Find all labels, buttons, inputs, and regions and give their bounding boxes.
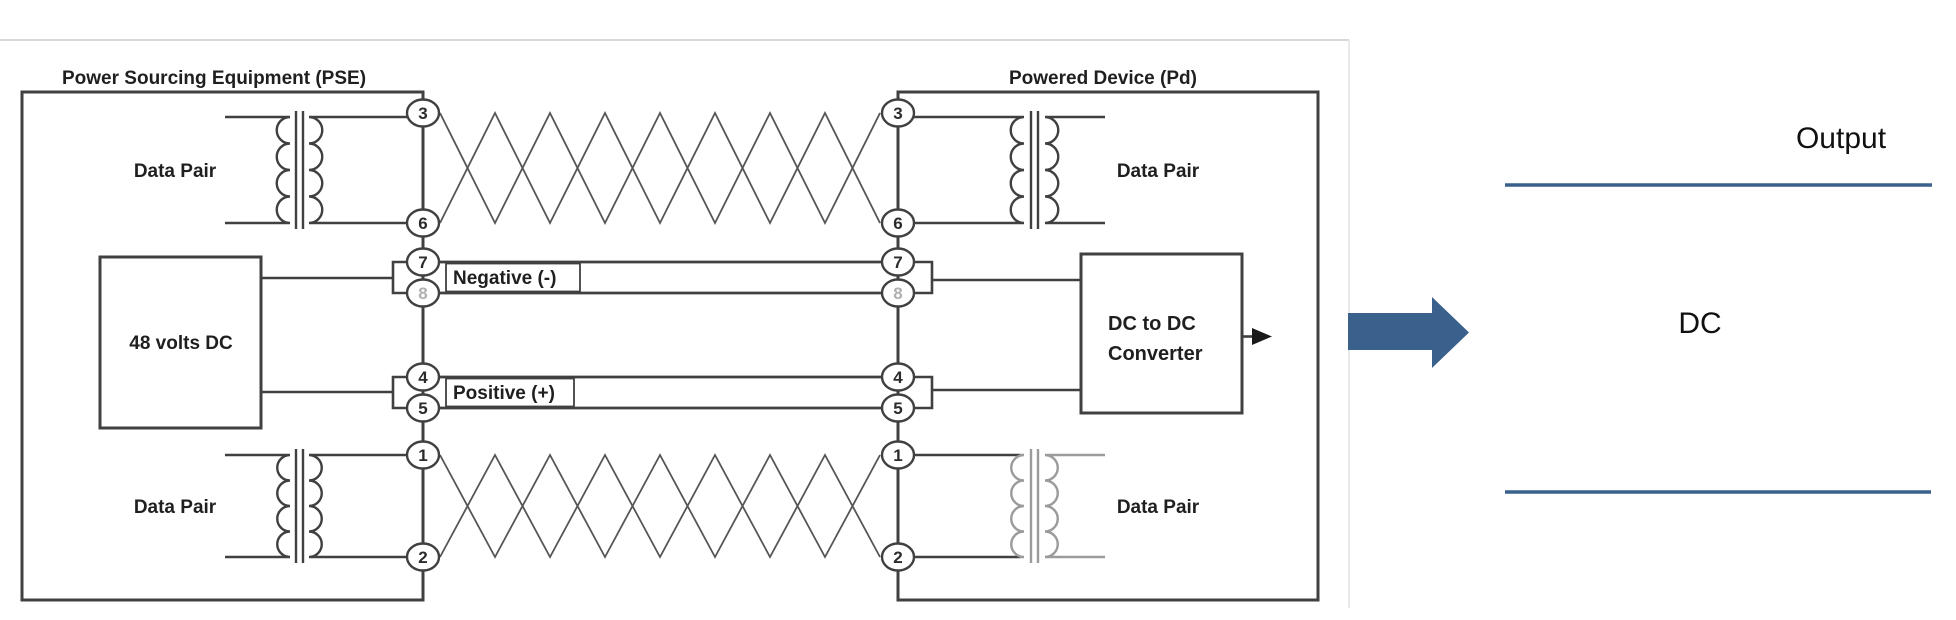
pin-label: 2 <box>418 548 427 567</box>
negative-conductor: Negative (-) <box>439 260 882 295</box>
pin-circle <box>880 362 916 392</box>
crossover-bottom <box>439 453 881 559</box>
pd-data-pair-bottom-label: Data Pair <box>1117 497 1200 518</box>
pin-label: 3 <box>418 104 427 123</box>
pin-circle <box>405 98 441 128</box>
pin-label: 4 <box>893 368 903 387</box>
pin-circle <box>880 247 916 277</box>
pin-circle <box>405 542 441 572</box>
pin-circle <box>880 542 916 572</box>
pin-circle <box>880 98 916 128</box>
pin-label: 6 <box>418 214 427 233</box>
pin-label: 7 <box>418 253 427 272</box>
pins-left: 3 6 7 8 4 5 1 2 <box>405 98 441 572</box>
pin-circle <box>405 393 441 423</box>
power-source-box <box>98 255 263 430</box>
pin-circle <box>880 208 916 238</box>
positive-label: Positive (+) <box>453 383 555 404</box>
pin-circle <box>405 440 441 470</box>
pin-label: 2 <box>893 548 902 567</box>
pin-circle <box>405 278 441 308</box>
transformer-pd-bottom <box>900 449 1105 563</box>
pd-data-pair-top-label: Data Pair <box>1117 161 1200 182</box>
pse-box <box>20 90 425 602</box>
pin-label: 1 <box>893 446 902 465</box>
pin-label: 7 <box>893 253 902 272</box>
pin-label: 8 <box>893 284 902 303</box>
transformer-pse-bottom <box>225 449 420 563</box>
pin-label: 5 <box>418 399 427 418</box>
dc-dc-converter-box <box>1079 252 1244 415</box>
pin-label: 3 <box>893 104 902 123</box>
pin-circle <box>405 362 441 392</box>
pin-label: 4 <box>418 368 428 387</box>
power-source-label: 48 volts DC <box>129 333 233 354</box>
pin-label: 5 <box>893 399 902 418</box>
pin-circle <box>880 393 916 423</box>
converter-feed-wires <box>914 260 1081 410</box>
pin-label: 1 <box>418 446 427 465</box>
pin-circle <box>880 440 916 470</box>
transformer-pd-top <box>900 111 1105 229</box>
pin-circle <box>405 247 441 277</box>
positive-conductor: Positive (+) <box>439 375 882 410</box>
pse-data-pair-bottom-label: Data Pair <box>134 497 217 518</box>
pin-label: 8 <box>418 284 427 303</box>
converter-label-line1: DC to DC <box>1108 313 1196 335</box>
converter-output-arrow-icon <box>1242 328 1272 345</box>
pin-circle <box>405 208 441 238</box>
dc-label: DC <box>1678 307 1721 340</box>
negative-label: Negative (-) <box>453 268 556 289</box>
converter-label-line2: Converter <box>1108 343 1203 365</box>
block-arrow-right-icon <box>1348 297 1469 368</box>
pin-circle <box>880 278 916 308</box>
pd-box <box>896 90 1320 602</box>
pins-right: 3 6 7 8 4 5 1 2 <box>880 98 916 572</box>
pse-data-pair-top-label: Data Pair <box>134 161 217 182</box>
crossover-top <box>439 110 881 226</box>
pin-label: 6 <box>893 214 902 233</box>
transformer-pse-top <box>225 111 420 229</box>
pd-title: Powered Device (Pd) <box>1009 68 1197 89</box>
output-label: Output <box>1796 122 1887 155</box>
source-feed-wires <box>261 260 407 410</box>
pse-title: Power Sourcing Equipment (PSE) <box>62 68 366 89</box>
